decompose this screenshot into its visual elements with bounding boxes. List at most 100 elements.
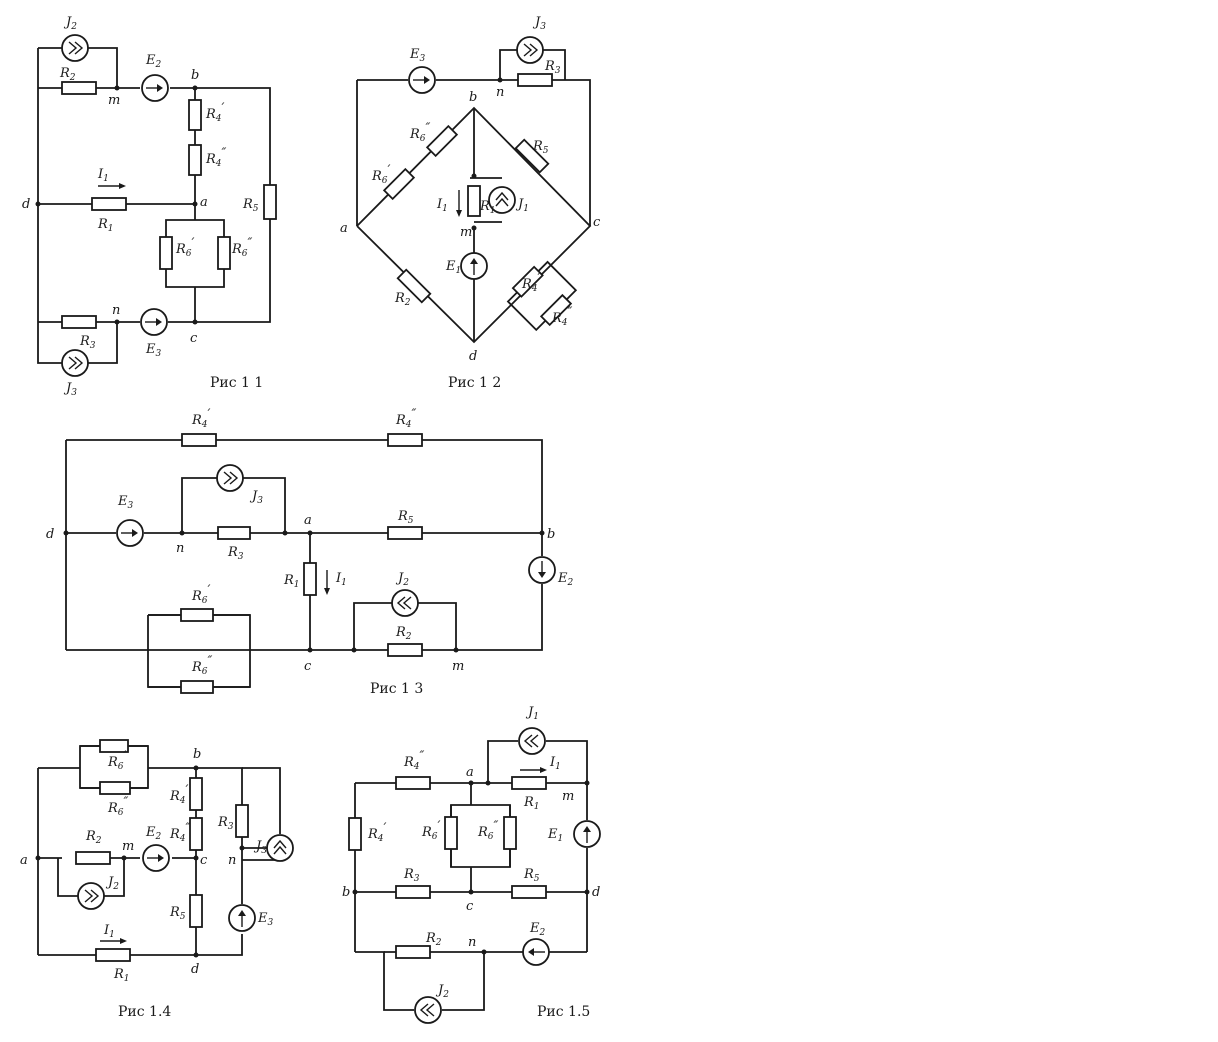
fig3-node-b: b — [547, 527, 555, 542]
fig1-resistor-r2 — [61, 81, 97, 95]
fig2-node-d: d — [469, 349, 477, 364]
fig4-resistor-r4-double-prime — [189, 817, 203, 851]
fig5-label-r6-prime: R6′ — [421, 819, 441, 842]
fig1-label-e3: E3 — [145, 342, 162, 359]
fig1-label-r4-double-prime: R4″ — [205, 146, 227, 169]
fig4-current-source-j2 — [77, 882, 105, 910]
fig5-node-n: n — [468, 935, 476, 950]
fig3-node-a: a — [304, 513, 312, 528]
fig4-label-e3: E3 — [257, 911, 274, 928]
fig4-resistor-r5 — [189, 894, 203, 928]
fig2-node-a: a — [340, 221, 348, 236]
fig3-current-source-j3 — [216, 464, 244, 492]
fig1-emf-source-e3 — [140, 308, 168, 336]
fig1-caption: Рис 1 1 — [210, 375, 263, 391]
fig3-emf-source-e2 — [528, 556, 556, 584]
fig4-label-e2: E2 — [145, 825, 162, 842]
fig2-node-c: c — [593, 215, 601, 230]
fig3-labels: R4′ R4″ E3 J3 a R5 d b n R3 R1 I1 J2 E2 … — [46, 407, 574, 677]
fig2-label-j3: J3 — [532, 15, 546, 32]
fig4-label-r5: R5 — [169, 905, 186, 922]
fig3-resistor-r6-prime — [180, 608, 214, 622]
fig1-label-j3: J3 — [63, 381, 77, 398]
fig2-resistor-r3 — [517, 73, 553, 87]
fig2-current-source-j3 — [516, 36, 544, 64]
fig3-label-j2: J2 — [395, 571, 409, 588]
fig2-label-e1: E1 — [445, 259, 461, 276]
fig4-label-i1: I1 — [103, 923, 115, 940]
fig5-wires — [354, 740, 588, 1011]
fig1-node-n: n — [112, 303, 120, 318]
fig4-label-r3: R3 — [217, 815, 234, 832]
fig3-node-d: d — [46, 527, 54, 542]
fig3-node-n: n — [176, 541, 184, 556]
fig4-current-source-j3 — [266, 834, 294, 862]
fig5-label-i1: I1 — [549, 755, 561, 772]
fig2-node-m: m — [460, 225, 472, 240]
fig5-node-b: b — [342, 885, 350, 900]
fig3-resistor-r4-double-prime — [387, 433, 423, 447]
fig1-node-m: m — [108, 93, 120, 108]
fig3-wires — [65, 439, 543, 688]
fig1-label-r6-prime: R6′ — [175, 236, 195, 259]
figure-1-3: R4′ R4″ E3 J3 a R5 d b n R3 R1 I1 J2 E2 … — [46, 407, 574, 697]
fig4-label-r6-prime: R6′ — [107, 749, 127, 772]
fig5-resistor-r1 — [511, 776, 547, 790]
fig3-emf-source-e3 — [116, 519, 144, 547]
fig2-label-r3: R3 — [544, 59, 561, 76]
figure-1-4: b R6′ R6″ R4′ R4″ R3 J3 R2 m E2 c n a J2… — [20, 739, 294, 1020]
figure-1-1: J2 R2 m E2 b R4′ R4″ I1 d a R1 R5 R6′ R6… — [22, 15, 277, 398]
fig5-label-r4-double-prime: R4″ — [403, 749, 425, 772]
fig3-resistor-r5 — [387, 526, 423, 540]
fig2-resistor-r1 — [467, 185, 481, 217]
fig3-label-r4-prime: R4′ — [191, 407, 211, 430]
fig5-label-r1: R1 — [523, 795, 540, 812]
fig3-current-source-j2 — [391, 589, 419, 617]
fig3-label-r6-prime: R6′ — [191, 583, 211, 606]
fig4-node-b: b — [193, 747, 201, 762]
fig4-node-m: m — [122, 839, 134, 854]
fig3-resistor-r1 — [303, 562, 317, 596]
fig1-label-j2: J2 — [63, 15, 77, 32]
fig5-caption: Рис 1.5 — [537, 1004, 590, 1020]
fig2-labels: E3 J3 R3 n b R6″ R6′ R5 I1 R1 J1 a c m E… — [340, 15, 601, 364]
fig3-label-r6-double-prime: R6″ — [191, 654, 213, 677]
fig5-resistor-r5 — [511, 885, 547, 899]
fig1-current-source-j2 — [61, 34, 89, 62]
fig3-label-j3: J3 — [249, 489, 263, 506]
fig2-label-r1: R1 — [479, 199, 496, 216]
fig5-resistor-r2 — [395, 945, 431, 959]
fig1-node-b: b — [191, 68, 199, 83]
fig3-label-e2: E2 — [557, 571, 574, 588]
fig1-emf-source-e2 — [141, 74, 169, 102]
fig1-current-source-j3 — [61, 349, 89, 377]
fig4-wires — [37, 745, 281, 956]
fig1-label-r4-prime: R4′ — [205, 101, 225, 124]
fig2-label-i1: I1 — [436, 197, 448, 214]
fig2-caption: Рис 1 2 — [448, 375, 501, 391]
fig1-resistor-r6-prime — [159, 236, 173, 270]
fig5-current-source-j2 — [414, 996, 442, 1024]
fig4-node-d: d — [191, 962, 199, 977]
fig3-label-r5: R5 — [397, 509, 414, 526]
fig4-node-a: a — [20, 853, 28, 868]
fig1-resistor-r6-double-prime — [217, 236, 231, 270]
fig1-node-c: c — [190, 331, 198, 346]
fig3-resistor-r6-double-prime — [180, 680, 214, 694]
fig5-label-e2: E2 — [529, 921, 546, 938]
fig4-label-j3: J3 — [253, 839, 267, 856]
fig4-label-r4-double-prime: R4″ — [169, 821, 191, 844]
fig1-label-i1: I1 — [97, 167, 109, 184]
fig3-node-m: m — [452, 659, 464, 674]
fig3-label-r1: R1 — [283, 573, 300, 590]
fig1-resistor-r4-double-prime — [188, 144, 202, 176]
fig3-resistor-r4-prime — [181, 433, 217, 447]
fig2-label-j1: J1 — [515, 197, 529, 214]
fig2-label-r2: R2 — [394, 291, 411, 308]
fig5-node-c: c — [466, 899, 474, 914]
fig5-label-r4-prime: R4′ — [367, 821, 387, 844]
fig3-node-c: c — [304, 659, 312, 674]
fig4-resistor-r4-prime — [189, 777, 203, 811]
fig2-label-r5: R5 — [532, 139, 549, 156]
fig4-label-r4-prime: R4′ — [169, 783, 189, 806]
